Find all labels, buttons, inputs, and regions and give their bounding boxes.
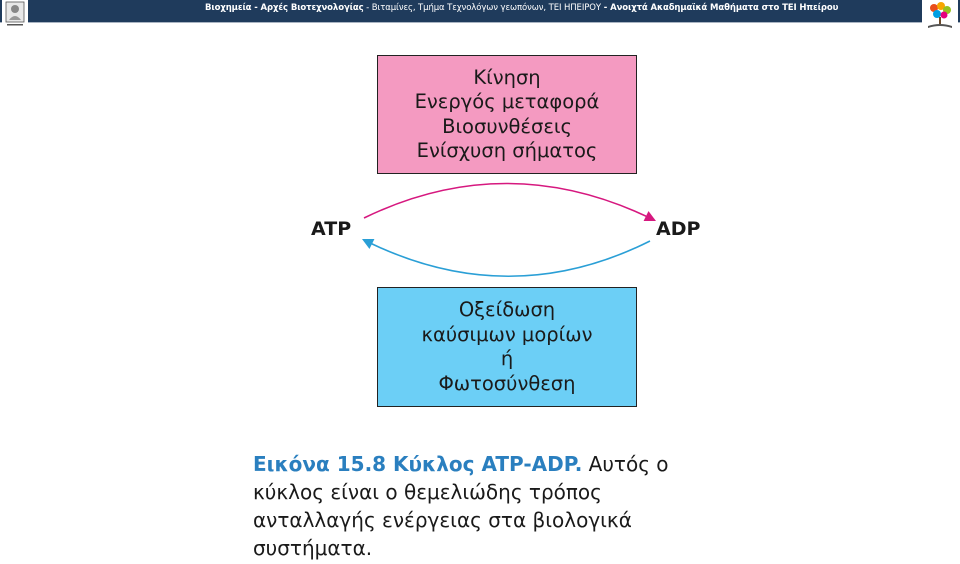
energy-source-line: Οξείδωση [458, 298, 556, 321]
energy-use-line: Ενεργός μεταφορά [414, 90, 600, 113]
header-topic: Βιταμίνες, Τμήμα Τεχνολόγων γεωπόνων, ΤΕ… [371, 3, 601, 13]
energy-use-line: Κίνηση [473, 65, 541, 89]
energy-use-box: Κίνηση Ενεργός μεταφορά Βιοσυνθέσεις Ενί… [377, 55, 637, 174]
atp-label: ATP [311, 218, 352, 240]
energy-use-line: Βιοσυνθέσεις [442, 114, 572, 138]
header-course: Βιοχημεία - Αρχές Βιοτεχνολογίας [205, 3, 364, 13]
header-separator: - [600, 3, 611, 13]
caption-text: Αυτός ο κύκλος είναι ο θεμελιώδης τρόπος… [253, 452, 669, 560]
energy-source-line: ή [500, 347, 514, 370]
figure-caption: Εικόνα 15.8 Κύκλος ATP-ADP. Αυτός ο κύκλ… [253, 450, 703, 562]
open-courses-logo-icon [922, 0, 958, 32]
adp-to-atp-arrow [361, 238, 651, 278]
atp-to-adp-arrow [363, 182, 657, 222]
energy-use-line: Ενίσχυση σήματος [416, 139, 598, 162]
energy-source-line: Φωτοσύνθεση [438, 371, 576, 395]
university-logo-icon [2, 0, 28, 32]
caption-label: Εικόνα 15.8 Κύκλος ATP-ADP. [253, 452, 583, 476]
header-title: Βιοχημεία - Αρχές Βιοτεχνολογίας - Βιταμ… [205, 3, 838, 13]
energy-source-box: Οξείδωση καύσιμων μορίων ή Φωτοσύνθεση [377, 287, 637, 407]
adp-label: ADP [656, 218, 701, 240]
energy-source-line: καύσιμων μορίων [421, 322, 593, 346]
header-bar: Βιοχημεία - Αρχές Βιοτεχνολογίας - Βιταμ… [0, 0, 960, 32]
header-program: Ανοιχτά Ακαδημαϊκά Μαθήματα στο ΤΕΙ Ηπεί… [610, 3, 839, 13]
header-separator: - [363, 3, 372, 13]
